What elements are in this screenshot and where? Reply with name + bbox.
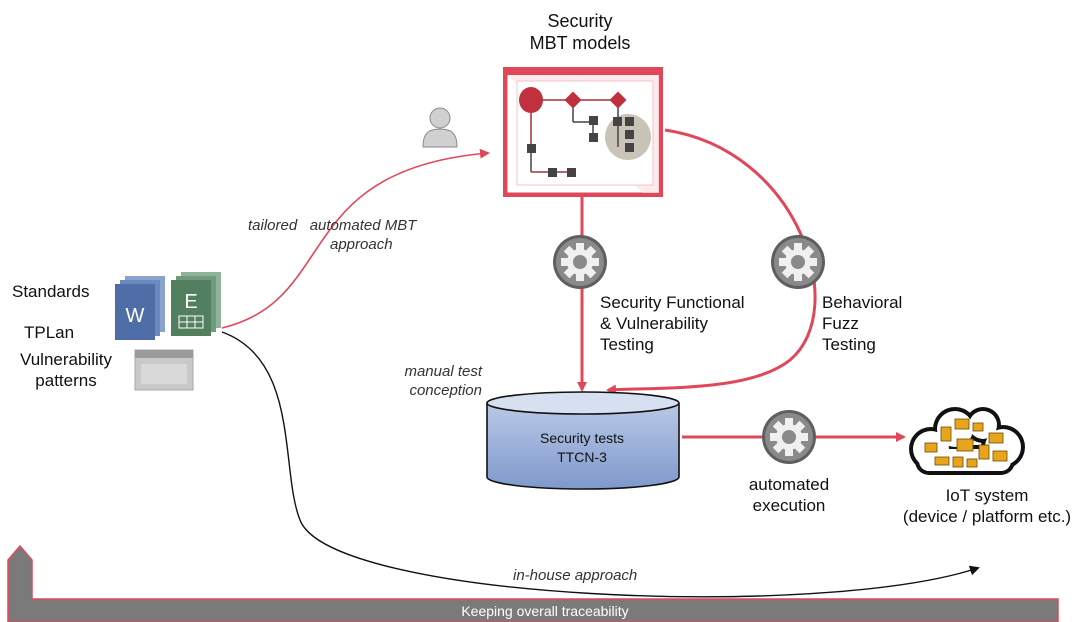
svg-text:W: W xyxy=(126,305,145,327)
fuzz-path-arrow xyxy=(606,128,817,395)
functional-testing-gear-icon xyxy=(553,235,607,289)
fuzz-testing-label: Behavioral Fuzz Testing xyxy=(822,293,903,354)
iot-cloud-icon xyxy=(909,407,1025,475)
inhouse-approach-label: in-house approach xyxy=(513,567,638,584)
traceability-bar xyxy=(7,544,1059,622)
vulnerability-patterns-label: Vulnerability patterns xyxy=(20,350,112,390)
word-document-icon: W xyxy=(115,276,165,340)
iot-system-label: IoT system (device / platform etc.) xyxy=(902,486,1072,526)
standards-label: Standards xyxy=(12,282,90,301)
input-documents: W E xyxy=(115,272,221,391)
user-icon xyxy=(422,107,458,148)
tailored-approach-arrow xyxy=(221,148,490,329)
tailored-approach-label: tailored automated MBT approach xyxy=(248,217,417,253)
models-title: Security MBT models xyxy=(529,11,631,53)
svg-text:E: E xyxy=(184,291,197,313)
automated-execution-label: automated execution xyxy=(748,475,830,515)
automated-execution-gear-icon xyxy=(762,410,816,464)
manual-conception-label: manual test conception xyxy=(404,363,482,399)
traceability-label: Keeping overall traceability xyxy=(461,603,629,619)
security-tests-label: Security tests TTCN-3 xyxy=(539,430,625,465)
fuzz-testing-gear-icon xyxy=(771,235,825,289)
browser-window-icon xyxy=(134,349,194,391)
mbt-model-window xyxy=(503,67,663,197)
functional-testing-label: Security Functional & Vulnerability Test… xyxy=(600,293,745,354)
tplan-label: TPLan xyxy=(24,323,75,342)
inhouse-approach-arrow xyxy=(221,331,980,598)
security-tests-database xyxy=(486,391,680,490)
excel-document-icon: E xyxy=(171,272,221,336)
